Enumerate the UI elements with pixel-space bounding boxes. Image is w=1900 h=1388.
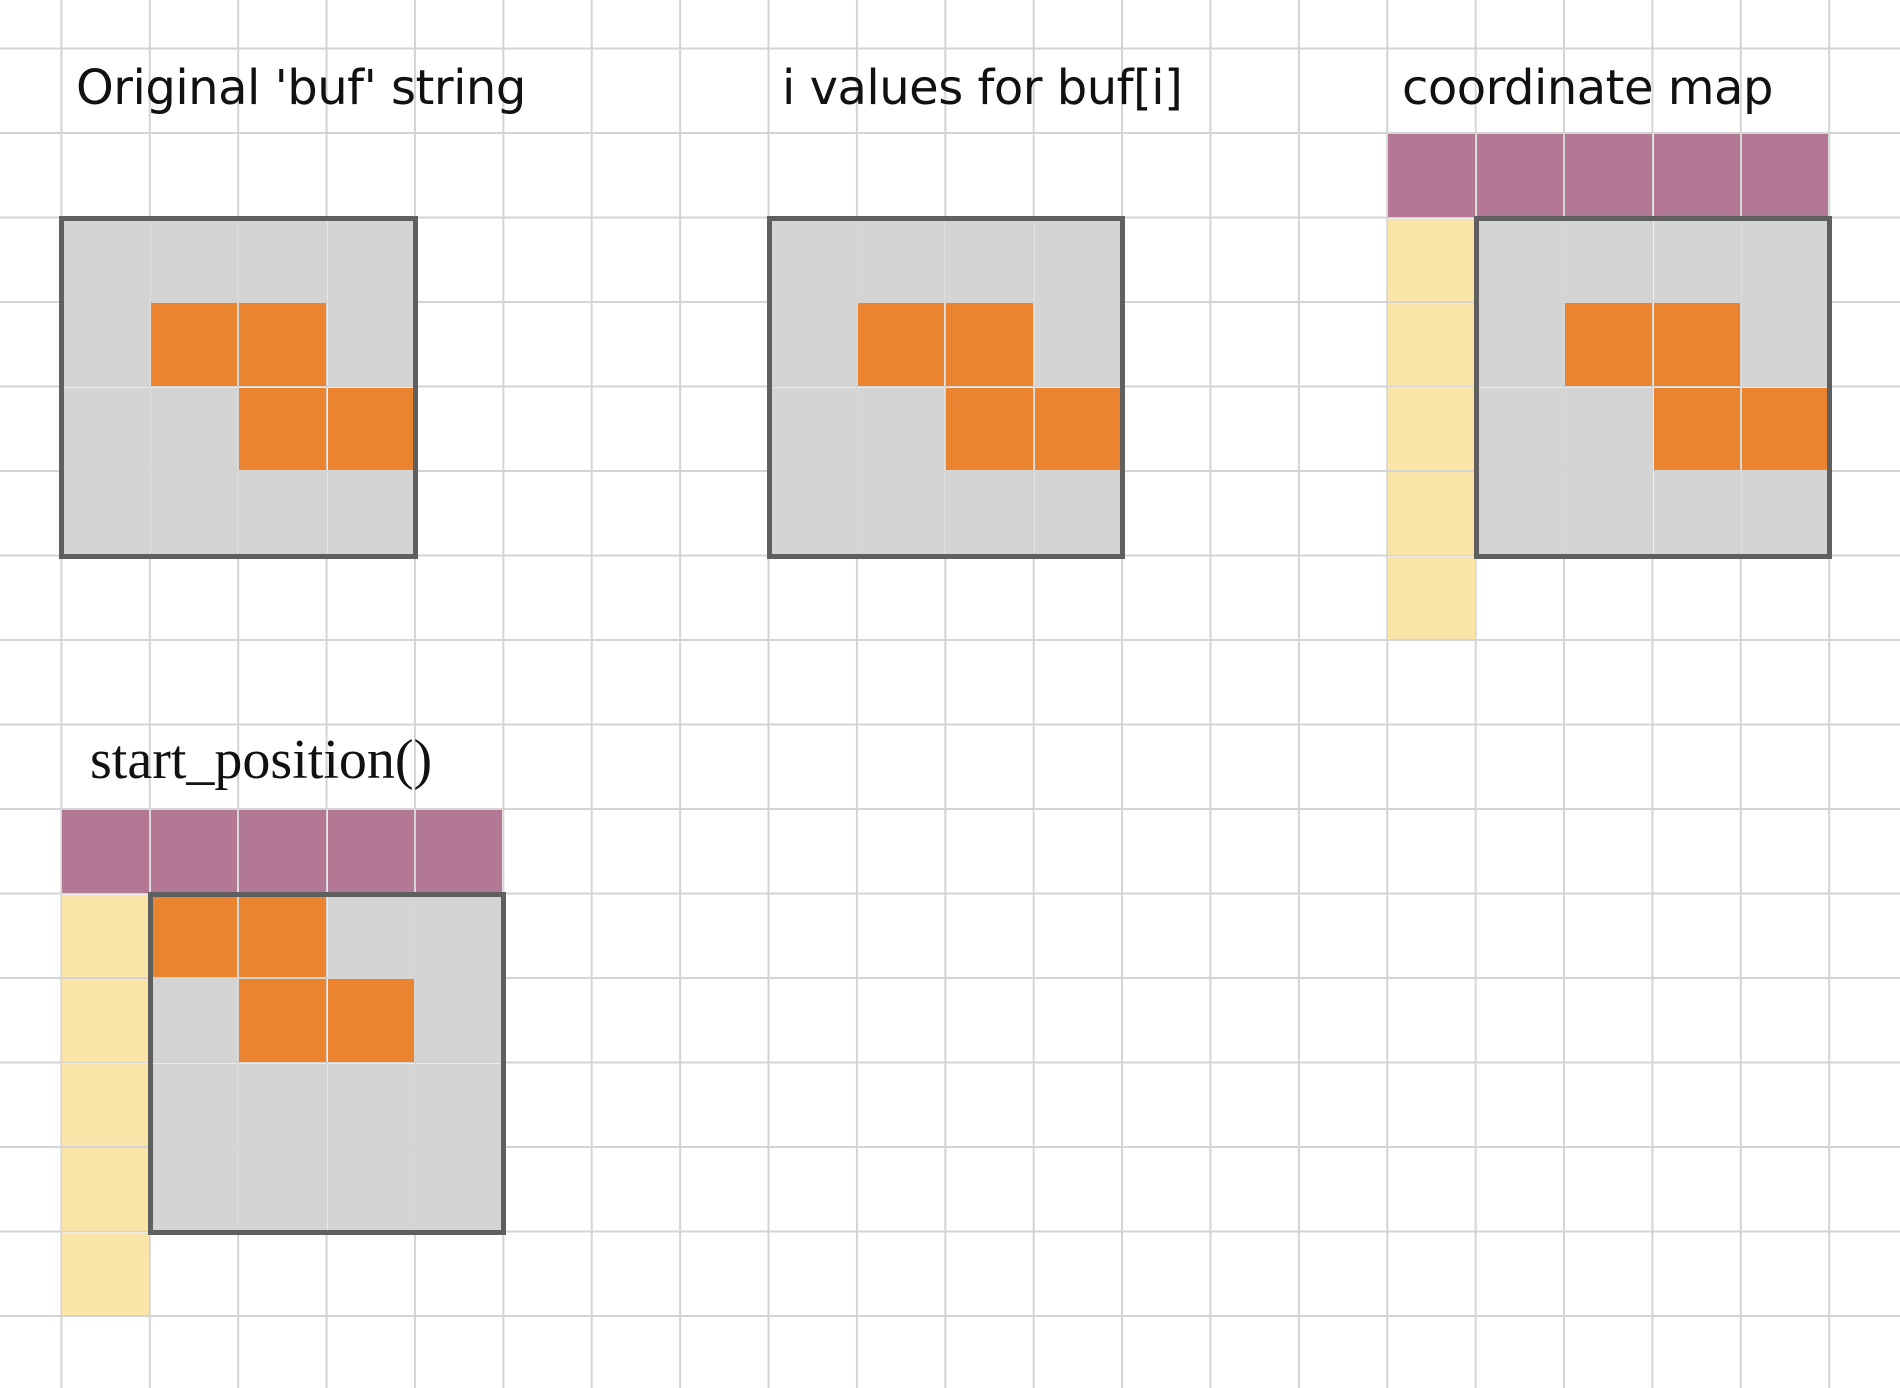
start-position-coord-cell bbox=[150, 979, 238, 1062]
coord-map-x-label bbox=[1388, 134, 1475, 217]
start-position-x-header bbox=[150, 810, 238, 893]
coord-map-coord-cell bbox=[1742, 303, 1829, 386]
coord-map-coord-cell bbox=[1653, 218, 1740, 301]
indices-title: i values for buf[i] bbox=[782, 60, 1183, 116]
coord-map-y-header bbox=[1388, 218, 1475, 301]
coord-map-coord-cell bbox=[1476, 472, 1564, 555]
start-position-y-header bbox=[62, 894, 149, 977]
start-position-coord-cell bbox=[327, 1148, 414, 1231]
start-position-coord-cell bbox=[416, 979, 503, 1062]
index-cell bbox=[858, 218, 945, 301]
start-position-y-header bbox=[62, 1063, 149, 1146]
start-position-coord-cell bbox=[416, 1063, 503, 1146]
buf-hash-cell bbox=[327, 387, 414, 470]
coord-map-coord-cell-highlighted bbox=[1742, 387, 1829, 470]
start-position-y-label bbox=[62, 1232, 149, 1315]
index-cell bbox=[1034, 303, 1122, 386]
start-position-coord-cell-highlighted bbox=[239, 894, 326, 977]
coord-map-coord-cell bbox=[1476, 303, 1564, 386]
buf-newline-cell bbox=[416, 472, 502, 555]
coord-map-coord-cell bbox=[1742, 218, 1829, 301]
index-cell bbox=[858, 472, 945, 555]
buf-dot-cell bbox=[62, 218, 149, 301]
start-position-coord-cell bbox=[416, 894, 503, 977]
coord-map-coord-cell bbox=[1476, 387, 1564, 470]
start-position-x-header bbox=[416, 810, 503, 893]
start-position-y-header bbox=[62, 1148, 149, 1231]
newline-index-cell bbox=[1123, 303, 1209, 386]
start-position-x-label bbox=[62, 810, 149, 893]
buf-dot-cell bbox=[327, 303, 414, 386]
coord-map-title: coordinate map bbox=[1402, 60, 1773, 116]
index-cell bbox=[946, 472, 1033, 555]
index-cell bbox=[1034, 472, 1122, 555]
start-position-title: start_position() bbox=[90, 729, 433, 791]
newline-index-cell bbox=[1123, 219, 1209, 302]
start-position-coord-cell bbox=[327, 894, 414, 977]
final-index-cell bbox=[770, 557, 856, 640]
buf-dot-cell bbox=[62, 472, 149, 555]
index-cell-highlighted bbox=[1034, 387, 1122, 470]
coord-map-x-header bbox=[1476, 134, 1564, 217]
buf-hash-cell bbox=[239, 303, 326, 386]
start-position-coord-cell bbox=[239, 1148, 326, 1231]
buf-dot-cell bbox=[327, 472, 414, 555]
index-cell bbox=[769, 303, 856, 386]
coord-map-x-header bbox=[1565, 134, 1652, 217]
coord-map-x-header bbox=[1742, 134, 1829, 217]
buf-dot-cell bbox=[150, 387, 238, 470]
index-cell bbox=[1034, 218, 1122, 301]
start-position-coord-cell bbox=[150, 1148, 238, 1231]
start-position-coord-cell-highlighted bbox=[150, 894, 238, 977]
start-position-coord-cell-highlighted bbox=[239, 979, 326, 1062]
newline-index-cell bbox=[1123, 388, 1209, 471]
buf-dot-cell bbox=[150, 472, 238, 555]
buf-dot-cell bbox=[239, 218, 326, 301]
buf-hash-cell bbox=[150, 303, 238, 386]
start-position-x-header bbox=[239, 810, 326, 893]
buf-title: Original 'buf' string bbox=[76, 60, 526, 116]
index-cell-highlighted bbox=[946, 303, 1033, 386]
buf-newline-cell bbox=[416, 303, 502, 386]
coord-map-coord-cell-highlighted bbox=[1653, 387, 1740, 470]
start-position-coord-cell bbox=[150, 1063, 238, 1146]
buf-dot-cell bbox=[62, 387, 149, 470]
coord-map-y-header bbox=[1388, 303, 1475, 386]
index-cell bbox=[858, 387, 945, 470]
coord-map-coord-cell bbox=[1476, 218, 1564, 301]
newline-index-cell bbox=[1123, 472, 1209, 555]
coord-map-coord-cell bbox=[1565, 387, 1652, 470]
coord-map-y-header bbox=[1388, 387, 1475, 470]
index-cell bbox=[769, 387, 856, 470]
index-cell bbox=[769, 472, 856, 555]
buf-dot-cell bbox=[327, 218, 414, 301]
coord-map-coord-cell-highlighted bbox=[1565, 303, 1652, 386]
coord-map-y-header bbox=[1388, 472, 1475, 555]
start-position-x-header bbox=[327, 810, 414, 893]
buf-final-newline-cell bbox=[62, 557, 148, 640]
index-cell bbox=[946, 218, 1033, 301]
coord-map-coord-cell bbox=[1742, 472, 1829, 555]
buf-dot-cell bbox=[150, 218, 238, 301]
index-cell-highlighted bbox=[946, 387, 1033, 470]
start-position-coord-cell bbox=[416, 1148, 503, 1231]
buf-dot-cell bbox=[239, 472, 326, 555]
index-cell-highlighted bbox=[858, 303, 945, 386]
start-position-y-header bbox=[62, 979, 149, 1062]
coord-map-y-label bbox=[1388, 556, 1475, 639]
buf-newline-cell bbox=[416, 388, 502, 471]
coord-map-coord-cell bbox=[1565, 218, 1652, 301]
index-cell bbox=[769, 218, 856, 301]
coord-map-x-header bbox=[1653, 134, 1740, 217]
coord-map-coord-cell-highlighted bbox=[1653, 303, 1740, 386]
coord-map-coord-cell bbox=[1653, 472, 1740, 555]
start-position-coord-cell-highlighted bbox=[327, 979, 414, 1062]
start-position-coord-cell bbox=[327, 1063, 414, 1146]
buf-dot-cell bbox=[62, 303, 149, 386]
buf-hash-cell bbox=[239, 387, 326, 470]
coord-map-coord-cell bbox=[1565, 472, 1652, 555]
buf-newline-cell bbox=[416, 219, 502, 302]
start-position-coord-cell bbox=[239, 1063, 326, 1146]
